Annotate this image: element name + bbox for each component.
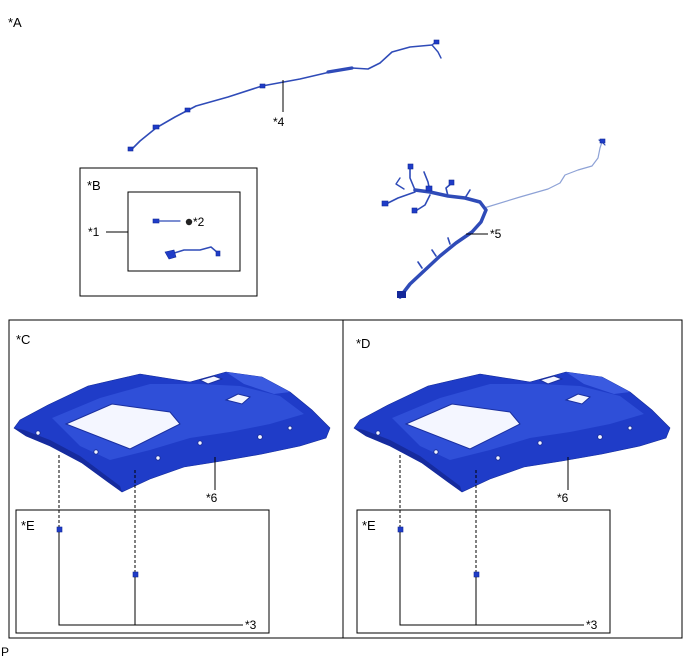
view-b-inner-frame (127, 191, 241, 272)
connector-icon (127, 146, 134, 152)
view-e-label-d: *E (362, 518, 376, 533)
callout-6-d: *6 (557, 491, 569, 505)
view-d-frame (342, 319, 683, 639)
corner-mark: P (1, 645, 9, 658)
view-b-label: *B (87, 178, 101, 193)
view-c-label: *C (16, 332, 30, 347)
callout-3-d: *3 (586, 618, 598, 632)
view-b: *B *1 *2 (79, 167, 258, 297)
clip-icon (473, 571, 480, 578)
view-e-frame-d (356, 509, 611, 634)
clip-icon (185, 218, 193, 226)
connector-icon (407, 163, 414, 170)
clip-icon (397, 526, 404, 533)
sunroof-opening (404, 403, 521, 450)
view-d-label: *D (356, 336, 370, 351)
clip-icon (132, 571, 139, 578)
roof-headliner (353, 371, 671, 493)
view-a-label: *A (8, 15, 22, 30)
sunroof-opening (64, 403, 181, 450)
connector-icon (433, 39, 440, 45)
callout-5: *5 (490, 227, 502, 241)
view-a: *A *4 (8, 15, 606, 299)
wire-harness-4 (127, 39, 442, 152)
connector-icon (599, 138, 606, 144)
connector-icon (448, 179, 455, 186)
view-c: *C *6 *E *3 (8, 319, 344, 639)
view-e-label-c: *E (21, 518, 35, 533)
clip-part (152, 218, 193, 226)
callout-6-c: *6 (206, 491, 218, 505)
connector-icon (184, 107, 191, 113)
callout-3-c: *3 (245, 618, 257, 632)
callout-1: *1 (88, 225, 100, 239)
callout-4: *4 (273, 115, 285, 129)
short-harness (164, 246, 221, 260)
view-b-frame (79, 167, 258, 297)
wire-harness-5 (381, 138, 606, 299)
connector-icon (425, 185, 433, 192)
roof-headliner (13, 371, 331, 493)
connector-icon (411, 207, 418, 214)
connector-icon (397, 291, 406, 298)
clip-icon (56, 526, 63, 533)
view-d: *D *6 *E *3 (342, 319, 683, 639)
connector-icon (152, 124, 160, 130)
callout-2: *2 (193, 215, 205, 229)
connector-icon (259, 83, 266, 89)
connector-icon (381, 200, 389, 207)
view-e-frame-c (15, 509, 270, 634)
